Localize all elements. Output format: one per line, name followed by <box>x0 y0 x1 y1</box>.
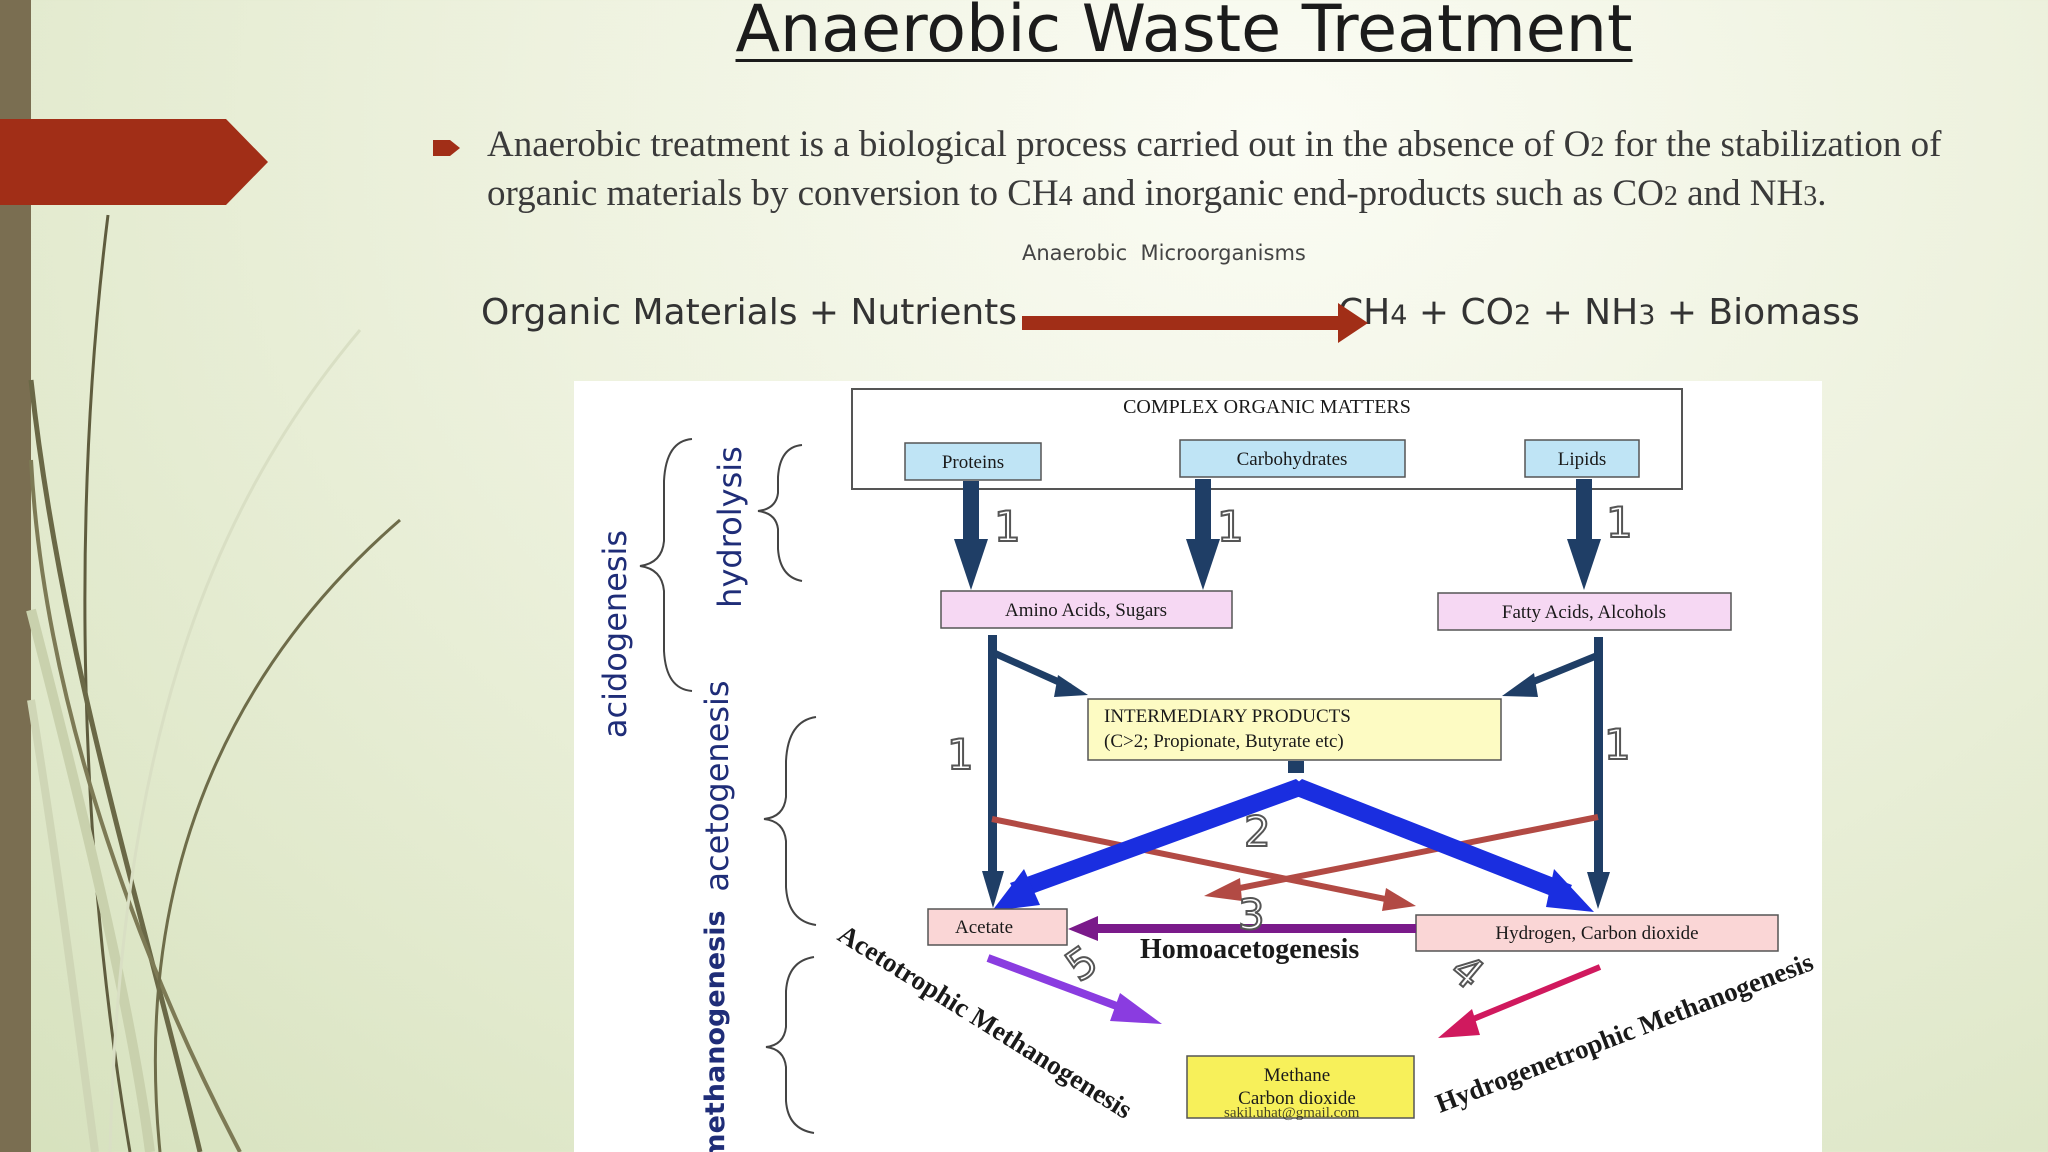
acetate-box <box>927 908 1068 946</box>
reaction-arrow <box>1022 303 1368 343</box>
carbohydrates-box <box>1179 439 1406 478</box>
anaerobic-process-diagram: COMPLEX ORGANIC MATTERS Proteins Carbohy… <box>574 381 1822 1152</box>
hydrolysis-arrow-lipids <box>1576 479 1592 541</box>
methanogenesis-brace <box>765 956 815 1134</box>
acetate-label: Acetate <box>955 917 1013 938</box>
accent-arrow-tab <box>0 119 268 205</box>
step-number-2: 2 <box>1244 807 1271 856</box>
step-number-1c: 1 <box>1606 498 1633 547</box>
hydrogen-box <box>1415 914 1779 952</box>
arrow-fatty-to-acetate <box>1204 878 1242 901</box>
arrow-intermediary-to-hydrogen <box>1546 869 1594 912</box>
arrow-acetate-to-methane <box>1110 993 1162 1024</box>
catalyst-label: Anaerobic Microorganisms <box>1022 241 1306 265</box>
fatty-acids-box <box>1437 592 1732 631</box>
step-number-3: 3 <box>1238 890 1265 939</box>
carbohydrates-label: Carbohydrates <box>1237 449 1348 470</box>
arrow-fatty-to-intermediary <box>1502 673 1538 697</box>
intermediary-label-2: (C>2; Propionate, Butyrate etc) <box>1104 731 1344 752</box>
proteins-label: Proteins <box>942 452 1004 473</box>
slide-title: Anaerobic Waste Treatment <box>735 0 1633 67</box>
hydrogen-label: Hydrogen, Carbon dioxide <box>1495 923 1698 944</box>
lipids-label: Lipids <box>1558 449 1607 470</box>
complex-organic-label: COMPLEX ORGANIC MATTERS <box>1123 396 1411 418</box>
acetogenesis-stage-label: acetogenesis <box>698 680 736 891</box>
amino-acids-label: Amino Acids, Sugars <box>1005 600 1167 621</box>
equation-products: CH4 + CO2 + NH3 + Biomass <box>1338 292 1860 333</box>
hydrolysis-arrow-proteins <box>963 481 979 541</box>
proteins-box <box>904 442 1042 481</box>
watermark-text: sakil.uhat@gmail.com <box>1224 1105 1360 1121</box>
homoacetogenesis-label: Homoacetogenesis <box>1140 934 1359 965</box>
hydrolysis-brace <box>757 444 803 582</box>
bullet-paragraph: Anaerobic treatment is a biological proc… <box>487 124 1942 214</box>
methanogenesis-stage-label: methanogenesis <box>700 910 731 1152</box>
methane-label-1: Methane <box>1264 1065 1330 1086</box>
step-number-1b: 1 <box>1217 502 1244 551</box>
fatty-acids-label: Fatty Acids, Alcohols <box>1502 602 1666 623</box>
decorative-curves <box>26 214 401 1152</box>
bullet-arrow-icon <box>433 140 460 156</box>
step-number-1e: 1 <box>1604 720 1631 769</box>
acidogenesis-brace <box>639 438 693 692</box>
acetogenesis-brace <box>763 716 817 926</box>
methane-box <box>1186 1055 1415 1119</box>
arrow-amino-to-acetate <box>988 635 997 878</box>
step-number-1d: 1 <box>947 730 974 779</box>
amino-acids-box <box>940 590 1233 629</box>
arrow-intermediary-to-acetate <box>992 869 1040 911</box>
equation-reactants: Organic Materials + Nutrients <box>481 292 1018 333</box>
acidogenesis-stage-label: acidogenesis <box>596 530 634 738</box>
lipids-box <box>1524 439 1640 478</box>
intermediary-products-box <box>1087 698 1502 761</box>
arrow-amino-to-hydrogen <box>1382 888 1416 911</box>
hydrolysis-stage-label: hydrolysis <box>711 446 749 608</box>
arrow-amino-to-intermediary <box>1054 675 1088 697</box>
intermediary-label-1: INTERMEDIARY PRODUCTS <box>1104 706 1351 727</box>
homoacetogenesis-arrow <box>1068 916 1098 941</box>
arrow-hydrogen-to-methane <box>1438 1009 1480 1038</box>
hydrolysis-arrow-carbohydrates <box>1195 479 1211 541</box>
arrow-fatty-to-hydrogen <box>1594 637 1603 879</box>
methane-label-2: Carbon dioxide <box>1238 1088 1356 1109</box>
step-number-1a: 1 <box>994 502 1021 551</box>
